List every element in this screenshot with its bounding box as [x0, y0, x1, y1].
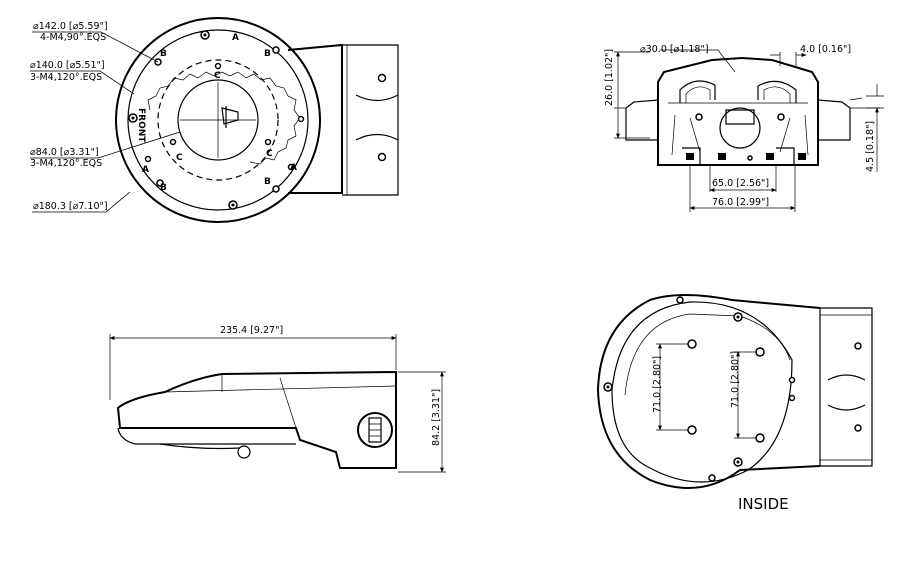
mount-holes — [128, 30, 305, 210]
dim-71-b-label: 71.0 [2.80"] — [730, 351, 741, 408]
dim-65-label: 65.0 [2.56"] — [712, 178, 769, 189]
dim-84-2-label: 84.2 [3.31"] — [431, 389, 442, 446]
label-c-left: C — [176, 153, 183, 163]
side-view: 235.4 [9.27"] 84.2 [3.31"] — [109, 325, 446, 473]
dim-84-label: ⌀84.0 [⌀3.31"] — [30, 147, 99, 158]
dim-4-5-label: 4.5 [0.18"] — [865, 121, 876, 172]
label-front: FRONT — [136, 108, 146, 143]
dim-76-label: 76.0 [2.99"] — [712, 197, 769, 208]
label-b-left: B — [160, 183, 167, 193]
dim-30-label: ⌀30.0 [⌀1.18"] — [640, 44, 709, 55]
dim-26-label: 26.0 [1.02"] — [604, 49, 615, 106]
label-a-left: A — [142, 165, 149, 175]
label-c-top: C — [214, 71, 221, 81]
label-b-top-left: B — [160, 49, 167, 59]
inside-caption: INSIDE — [738, 495, 789, 513]
holes-142-label: 4-M4,90°.EQS — [40, 32, 106, 43]
label-c-right: C — [266, 149, 273, 159]
center-hole-84 — [177, 79, 259, 161]
label-a-top: A — [232, 33, 239, 43]
dim-180-label: ⌀180.3 [⌀7.10"] — [33, 201, 108, 212]
holes-140-label: 3-M4,120°.EQS — [30, 72, 102, 83]
dim-71-a-label: 71.0 [2.80"] — [652, 356, 663, 413]
dim-142-label: ⌀142.0 [⌀5.59"] — [33, 21, 108, 32]
outer-ring-180 — [115, 17, 321, 223]
holes-84-label: 3-M4,120°.EQS — [30, 158, 102, 169]
label-b-right: B — [264, 177, 271, 187]
inside-view: 71.0 [2.80"] 71.0 [2.80"] INSIDE — [596, 294, 873, 513]
label-a-right: A — [290, 163, 297, 173]
dim-140-label: ⌀140.0 [⌀5.51"] — [30, 60, 105, 71]
top-view: A B B C C C A B B A FRONT ⌀142.0 [⌀5.59"… — [30, 17, 399, 223]
top-view-arm — [287, 43, 399, 196]
dim-235-label: 235.4 [9.27"] — [220, 325, 283, 336]
ring-142 — [127, 29, 309, 211]
label-b-top-right: B — [264, 49, 271, 59]
dim-4-label: 4.0 [0.16"] — [800, 44, 851, 55]
end-view: ⌀30.0 [⌀1.18"] 4.0 [0.16"] 26.0 [1.02"] … — [604, 44, 884, 212]
dashed-ring-140 — [157, 59, 279, 181]
